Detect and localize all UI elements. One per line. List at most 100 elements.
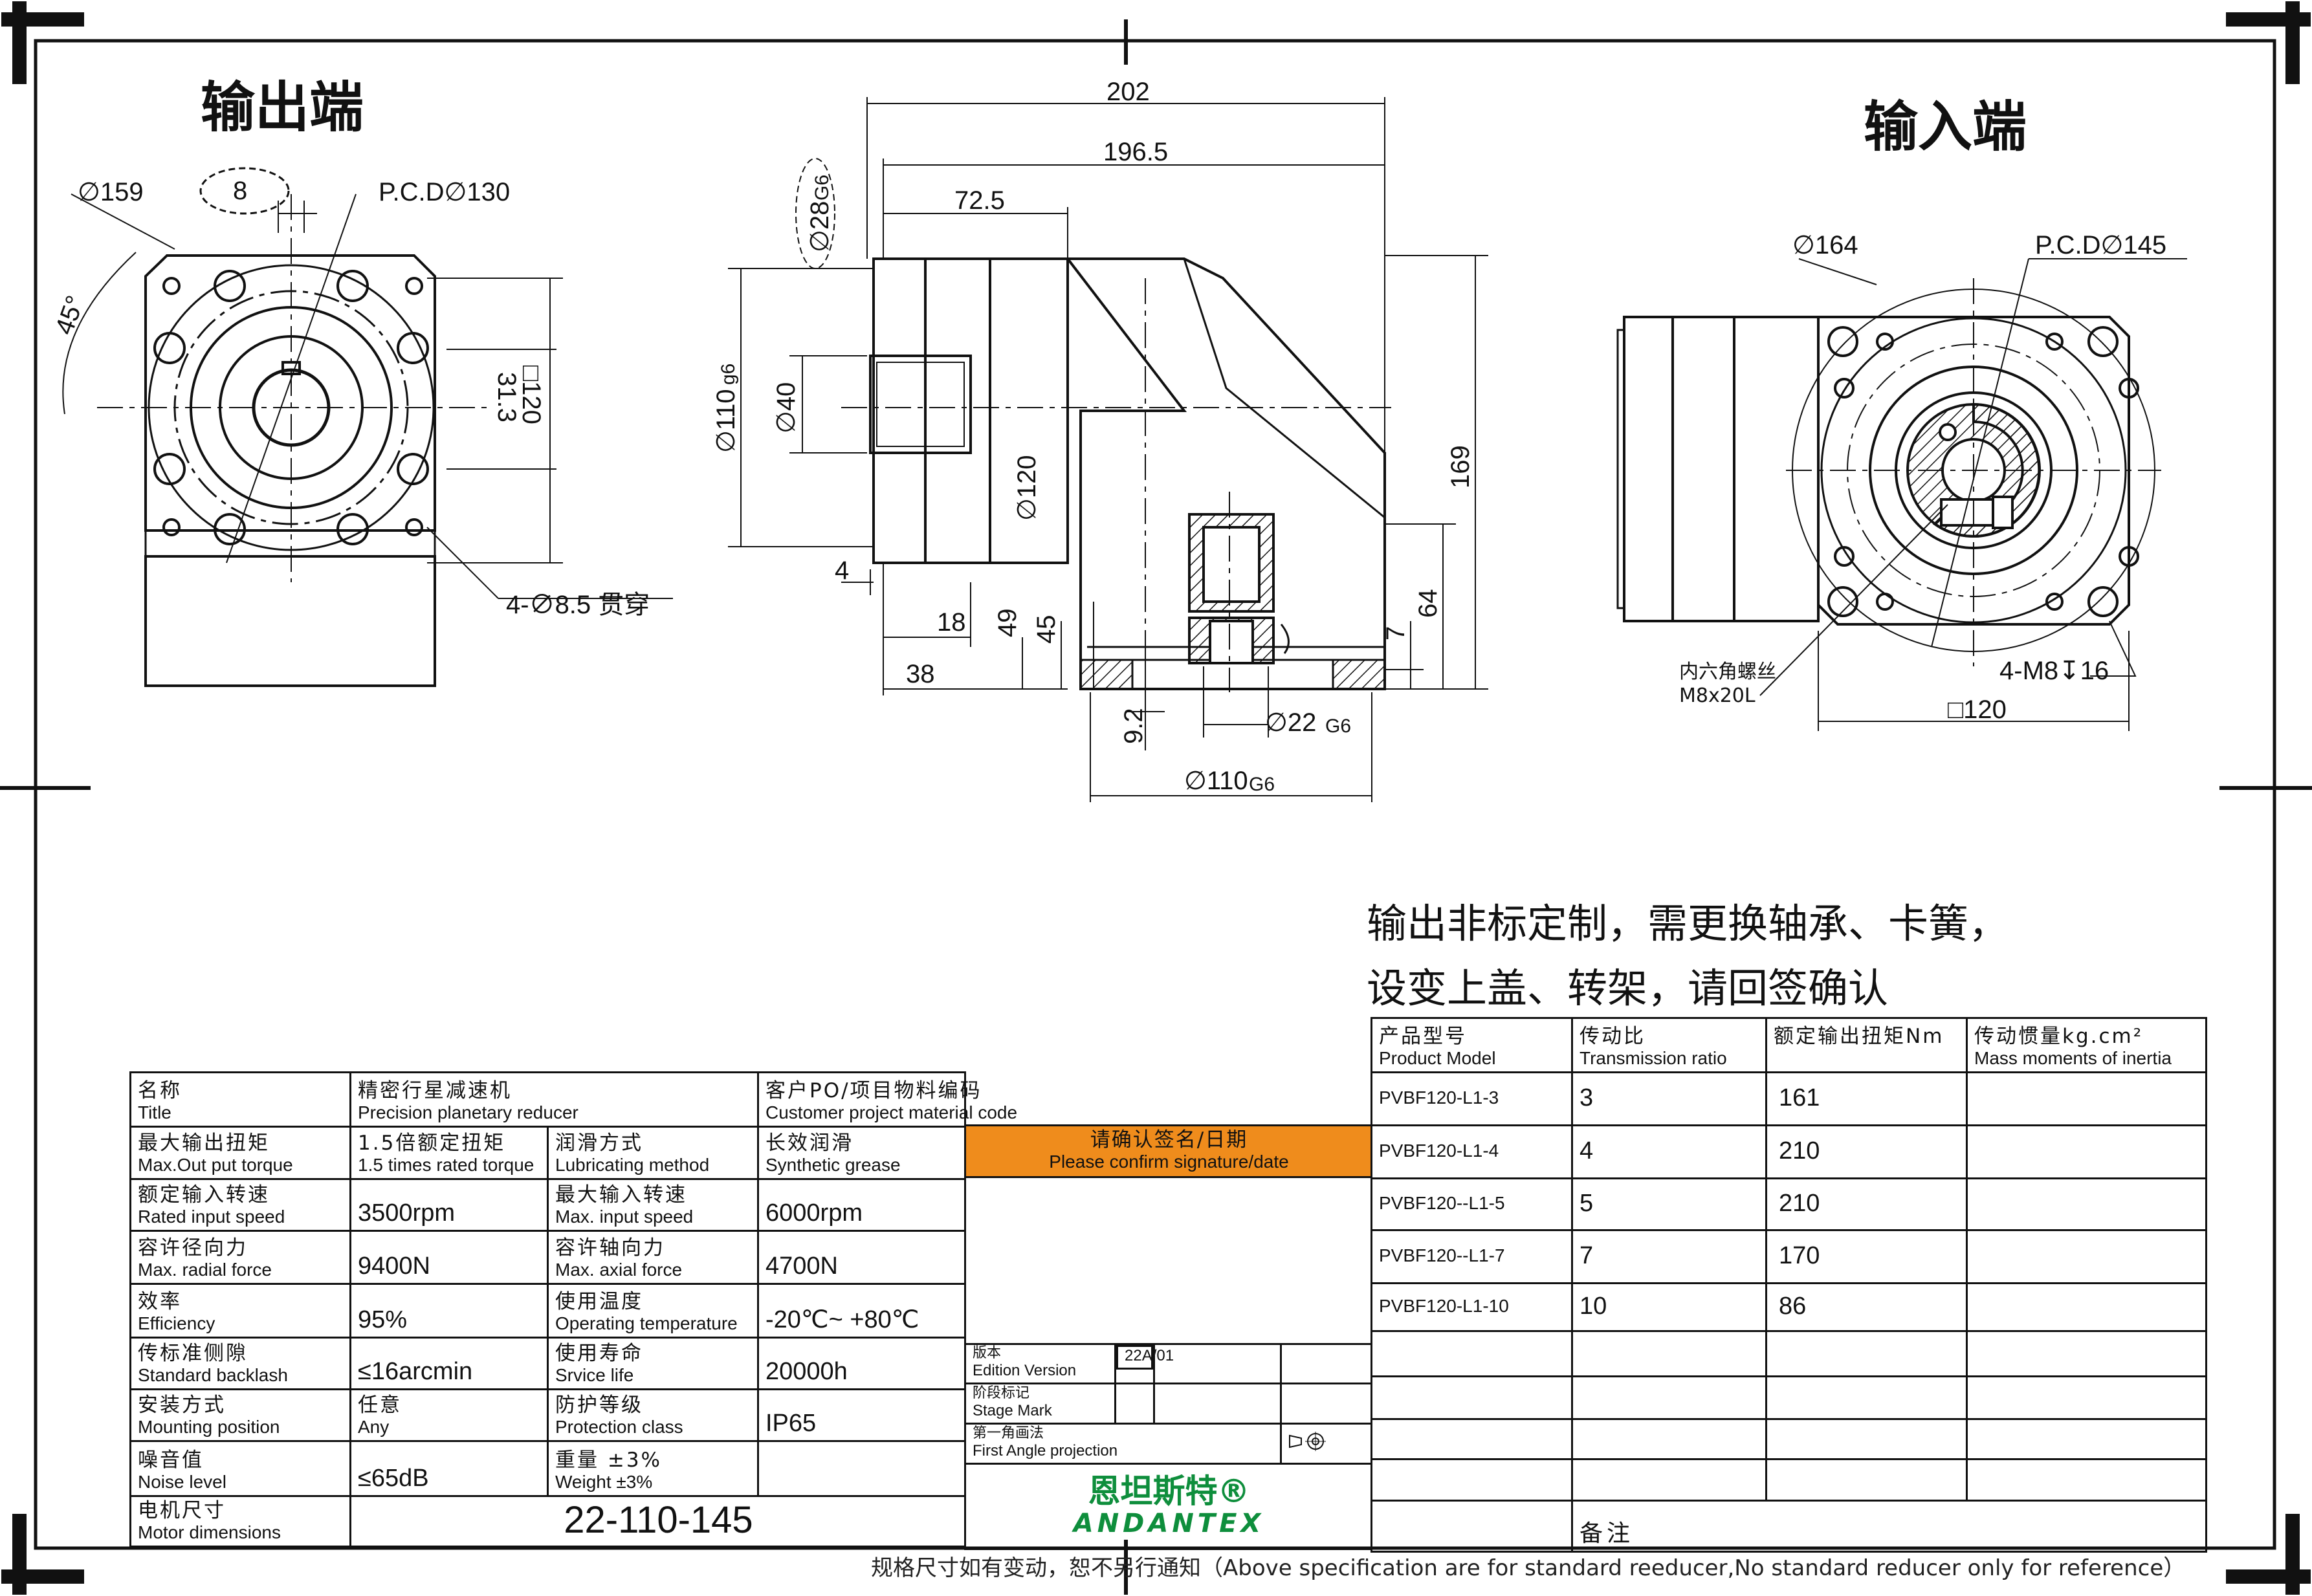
model-torque: 210 — [1765, 1177, 1968, 1231]
signature-area-row — [964, 1176, 1372, 1345]
dim-angle: 45° — [50, 292, 90, 338]
model-empty-row — [1371, 1418, 2207, 1460]
spec-value-backlash: ≤16arcmin — [349, 1336, 549, 1390]
dim-202: 202 — [1106, 78, 1150, 106]
model-ratio: 7 — [1571, 1229, 1767, 1284]
dim-d110: ∅110 — [712, 389, 740, 453]
model-name: PVBF120-L1-3 — [1371, 1071, 1573, 1126]
spec-value-max-speed: 6000rpm — [757, 1177, 966, 1232]
input-view-title: 输入端 — [1864, 95, 2027, 159]
model-inertia — [1966, 1071, 2207, 1126]
stage-cell-1 — [1114, 1383, 1155, 1425]
remark-label: 备注 — [1571, 1500, 2207, 1553]
spec-value-noise: ≤65dB — [349, 1440, 549, 1497]
dim-72: 72.5 — [954, 186, 1005, 215]
screw-label: M8x20L — [1679, 684, 1756, 707]
dim-169: 169 — [1446, 445, 1475, 488]
dim-64: 64 — [1414, 589, 1442, 618]
model-row: PVBF120-L1-3 3 161 — [1371, 1071, 2207, 1126]
spec-value-rated-speed: 3500rpm — [349, 1177, 549, 1232]
requirement-line-2: 设变上盖、转架，请回签确认 — [1367, 965, 1889, 1012]
spec-value-efficiency: 95% — [349, 1283, 549, 1339]
stage-cell-2 — [1153, 1383, 1282, 1425]
footer-note: 规格尺寸如有变动，恕不另行通知（Above specification are … — [871, 1555, 2186, 1581]
dim-square-120: □120 — [517, 366, 545, 424]
dim-d110-bottom-tol: G6 — [1249, 774, 1275, 795]
model-ratio: 4 — [1571, 1124, 1767, 1179]
dim-holes: 4-∅8.5 贯穿 — [506, 591, 650, 619]
input-view: 输入端 — [1616, 95, 2187, 731]
version-empty — [1153, 1343, 1282, 1384]
dim-shaft: ∅28 — [806, 201, 834, 252]
side-view: 202 196.5 72.5 ∅28 G6 ∅110 g6 ∅40 ∅120 1… — [712, 78, 1488, 802]
spec-value-life: 20000h — [757, 1336, 966, 1390]
spec-value-protection: IP65 — [757, 1388, 966, 1443]
spec-value-axial-force: 4700N — [757, 1229, 966, 1285]
dim-d22-tol: G6 — [1325, 716, 1351, 737]
dim-d40: ∅40 — [772, 382, 800, 433]
dim-pcd145: P.C.D∅145 — [2035, 231, 2166, 259]
dim-pcd130: P.C.D∅130 — [379, 178, 510, 206]
screw-label-cn: 内六角螺丝 — [1679, 661, 1776, 683]
spec-value-radial-force: 9400N — [349, 1229, 549, 1285]
remark-row: 备注 — [1371, 1500, 2207, 1553]
model-ratio: 10 — [1571, 1282, 1767, 1332]
dim-shaft-tol: G6 — [811, 175, 833, 201]
projection-symbol-icon — [1280, 1423, 1372, 1465]
dim-d110-tol: g6 — [718, 364, 739, 385]
company-logo: 恩坦斯特®ANDANTEX — [964, 1463, 1372, 1550]
remark-empty — [1371, 1500, 1573, 1553]
output-view-title: 输出端 — [201, 76, 364, 139]
dim-d164: ∅164 — [1792, 231, 1858, 259]
model-name: PVBF120-L1-10 — [1371, 1282, 1573, 1332]
model-empty-row — [1371, 1330, 2207, 1377]
dim-49: 49 — [993, 609, 1022, 638]
model-torque: 161 — [1765, 1071, 1968, 1126]
model-header-torque: 额定输出扭矩Nm — [1765, 1017, 1968, 1073]
dim-9-2: 9.2 — [1119, 708, 1148, 744]
signature-area[interactable] — [964, 1176, 1372, 1345]
stage-cell-3 — [1280, 1383, 1372, 1425]
model-inertia — [1966, 1282, 2207, 1332]
model-empty-row — [1371, 1375, 2207, 1420]
model-ratio: 3 — [1571, 1071, 1767, 1126]
dim-18: 18 — [937, 608, 966, 637]
model-row: PVBF120-L1-4 4 210 — [1371, 1124, 2207, 1179]
projection-row: 第一角画法 First Angle projection — [964, 1423, 1372, 1465]
dim-7: 7 — [1382, 626, 1410, 640]
dim-key-height: 31.3 — [492, 372, 521, 422]
dim-holes-m8: 4-M8↧16 — [1999, 657, 2109, 685]
spec-value-temperature: -20℃~ +80℃ — [757, 1283, 966, 1339]
spec-value-motor: 22-110-145 — [349, 1494, 966, 1548]
model-name: PVBF120-L1-4 — [1371, 1124, 1573, 1179]
